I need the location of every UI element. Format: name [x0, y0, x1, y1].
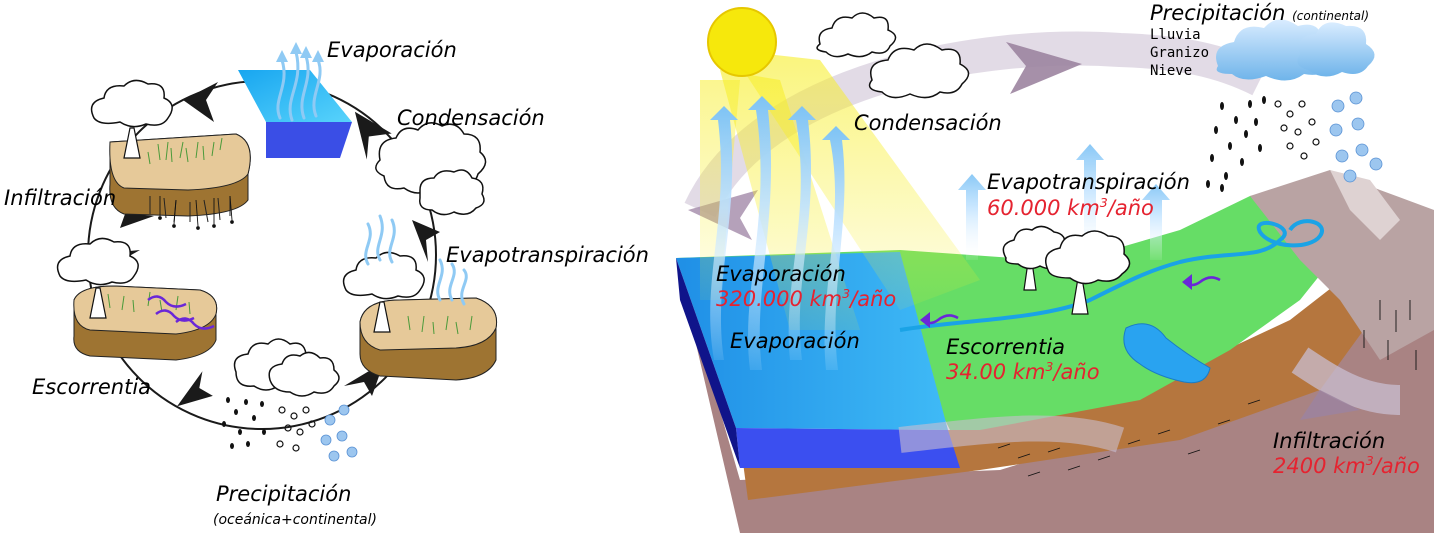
- right-precipitation-title: Precipitación: [1150, 1, 1286, 25]
- soil-layer: [676, 258, 1434, 533]
- evapotranspiration-vapor-arrows: [958, 144, 1170, 260]
- left-label-evaporation: Evaporación: [327, 38, 457, 62]
- hail: [1274, 100, 1320, 160]
- left-label-runoff: Escorrentia: [32, 375, 152, 399]
- groundwater-arrows: [997, 300, 1417, 477]
- river: [899, 219, 1324, 332]
- grass-layer: [676, 180, 1380, 430]
- snow: [1329, 91, 1383, 183]
- right-label-evapotranspiration: Evapotranspiración: [987, 170, 1190, 194]
- left-label-precipitation-note: (oceánica+continental): [213, 512, 377, 528]
- arrow-top-right: [354, 111, 392, 160]
- condensation-clouds: [816, 12, 970, 99]
- soil-block-runoff: [56, 237, 218, 361]
- condensation-cloud: [375, 122, 487, 216]
- tree-icon: [56, 237, 139, 319]
- evaporation-water-block: [238, 42, 352, 158]
- ocean-surface: [676, 252, 948, 430]
- right-landscape: [676, 7, 1434, 533]
- exponent: 3: [1045, 359, 1054, 374]
- left-label-condensation: Condensación: [397, 106, 545, 130]
- ocean-side: [676, 258, 740, 468]
- infiltration-value: 2400 km: [1273, 454, 1366, 478]
- tree-icon: [342, 251, 425, 333]
- right-value-evapotranspiration: 60.000 km3/año: [987, 195, 1154, 220]
- right-value-evaporation: 320.000 km3/año: [716, 286, 897, 311]
- cycle-arrowhead-top: [1006, 42, 1082, 94]
- left-precipitation-note-text: oceánica+continental: [218, 512, 372, 528]
- soil-block-evapotranspiration: [342, 214, 498, 381]
- infiltration-arrowhead: [1300, 390, 1360, 420]
- rain-cloud: [1216, 19, 1375, 81]
- evaporation-unit: /año: [850, 287, 897, 311]
- exponent: 3: [1365, 453, 1374, 468]
- precipitation-cloud-left: [222, 338, 358, 462]
- lake: [1123, 323, 1211, 384]
- right-label-runoff: Escorrentia: [946, 335, 1066, 359]
- evaporation-value: 320.000 km: [716, 287, 843, 311]
- soil-block-top-left: [90, 79, 251, 223]
- right-value-infiltration: 2400 km3/año: [1273, 453, 1420, 478]
- infiltration-arrows-left: [158, 195, 234, 230]
- right-label-infiltration: Infiltración: [1273, 429, 1386, 453]
- arrow-right: [412, 220, 440, 262]
- left-label-infiltration: Infiltración: [4, 186, 117, 210]
- tree-icon: [90, 79, 173, 159]
- right-value-runoff: 34.00 km3/año: [946, 359, 1100, 384]
- exponent: 3: [1099, 195, 1108, 210]
- evapotranspiration-value: 60.000 km: [987, 196, 1100, 220]
- evaporation-vapor-arrows: [710, 96, 850, 370]
- tree-icon: [1045, 230, 1131, 315]
- evapotranspiration-unit: /año: [1107, 196, 1154, 220]
- left-label-evapotranspiration: Evapotranspiración: [446, 243, 649, 267]
- arrow-top-left: [183, 82, 218, 122]
- arrow-bottom-left: [177, 371, 213, 407]
- precip-type-snow: Nieve: [1150, 63, 1193, 79]
- rain-drops: [1206, 96, 1266, 192]
- runoff-value: 34.00 km: [946, 360, 1046, 384]
- right-label-condensation: Condensación: [854, 111, 1002, 135]
- precip-type-hail: Granizo: [1150, 45, 1210, 61]
- left-cycle-diagram: [56, 42, 498, 462]
- right-precipitation-note: continental: [1296, 9, 1365, 23]
- right-label-precipitation: Precipitación (continental): [1150, 1, 1370, 25]
- right-label-evaporation: Evaporación: [716, 262, 846, 286]
- left-label-precipitation: Precipitación: [216, 482, 352, 506]
- runoff-band: [898, 415, 1125, 453]
- exponent: 3: [842, 286, 851, 301]
- precip-type-rain: Lluvia: [1150, 27, 1201, 43]
- infiltration-band: [1291, 347, 1401, 415]
- runoff-unit: /año: [1053, 360, 1100, 384]
- infiltration-unit: /año: [1373, 454, 1420, 478]
- right-label-evaporation-2: Evaporación: [730, 329, 860, 353]
